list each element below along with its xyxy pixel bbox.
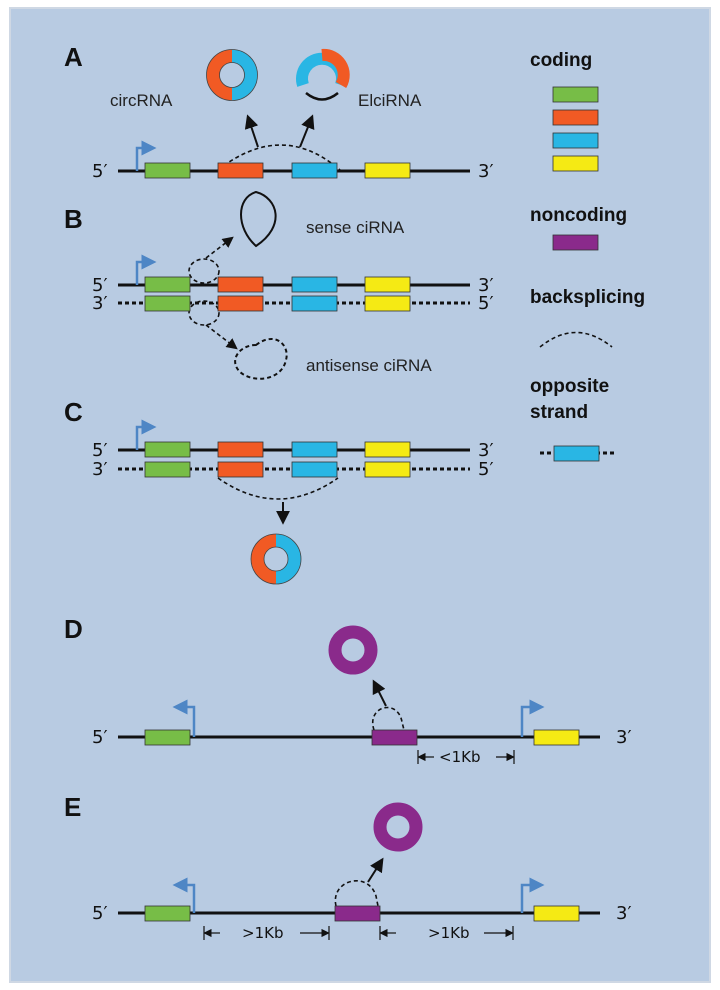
legend-opposite-heading: opposite [530, 376, 609, 397]
exon-yellow [364, 441, 411, 458]
panel-c-circrna-ring [250, 533, 302, 585]
exon-orange [217, 461, 264, 478]
panel-e-five-prime: 5′ [92, 903, 108, 924]
legend-noncoding-heading: noncoding [530, 205, 627, 226]
legend-swatch-purple [552, 234, 599, 251]
panel-c-letter: C [64, 397, 83, 427]
noncoding-circrna-ring [373, 802, 423, 852]
figure-background [9, 7, 711, 983]
promoter-arrow-icon [135, 140, 157, 171]
panel-c: C 5′ 3′ 3′ 5′ [64, 397, 494, 585]
exon-green [144, 461, 191, 478]
exon-yellow [364, 276, 411, 293]
noncoding-circrna-ring [328, 625, 378, 675]
exon-green [144, 276, 191, 293]
legend: coding noncoding backsplicing opposite s… [530, 50, 645, 462]
panel-e-left-distance-label: >1Kb [242, 924, 283, 942]
panel-a: A circRNA ElciRNA 5′ 3′ [64, 42, 494, 182]
panel-d: D 5′ 3′ <1Kb [64, 614, 632, 766]
exon-blue [291, 295, 338, 312]
exon-orange [217, 441, 264, 458]
promoter-arrow-left-icon [172, 699, 196, 737]
exon-yellow [533, 905, 580, 922]
panel-c-antisense-three-prime: 3′ [92, 459, 108, 480]
panel-e: E 5′ 3′ >1Kb >1Kb [64, 792, 632, 942]
panel-a-three-prime: 3′ [478, 161, 494, 182]
promoter-arrow-icon [135, 254, 157, 285]
panel-c-antisense-five-prime: 5′ [478, 459, 494, 480]
exon-orange [217, 276, 264, 293]
panel-d-distance-label: <1Kb [439, 748, 480, 766]
noncoding-exon [371, 729, 418, 746]
panel-b-sense-three-prime: 3′ [478, 275, 494, 296]
legend-opposite-strand-swatch [553, 445, 600, 462]
circrna-ring [206, 49, 258, 101]
exon-green [144, 295, 191, 312]
antisense-cirna-loop [234, 338, 288, 380]
panel-e-three-prime: 3′ [616, 903, 632, 924]
legend-swatch-blue [552, 132, 599, 149]
legend-strand-heading: strand [530, 402, 588, 423]
exon-orange [217, 295, 264, 312]
exon-blue [291, 461, 338, 478]
exon-green [144, 905, 191, 922]
elcirna-label: ElciRNA [358, 91, 422, 110]
circrna-label: circRNA [110, 91, 173, 110]
promoter-arrow-left-icon [172, 877, 196, 913]
exon-green [144, 441, 191, 458]
promoter-arrow-icon [520, 699, 545, 737]
exon-yellow [364, 461, 411, 478]
exon-yellow [364, 162, 411, 179]
promoter-arrow-icon [520, 877, 545, 913]
panel-b-sense-five-prime: 5′ [92, 275, 108, 296]
legend-backsplice-arc [539, 331, 613, 348]
panel-d-five-prime: 5′ [92, 727, 108, 748]
panel-a-letter: A [64, 42, 83, 72]
panel-b-antisense-three-prime: 3′ [92, 293, 108, 314]
panel-b: B sense ciRNA antisense ciRNA 5′ 3′ 3′ 5… [64, 190, 494, 380]
noncoding-exon [334, 905, 381, 922]
exon-green [144, 729, 191, 746]
promoter-arrow-icon [135, 419, 157, 450]
legend-backsplicing-heading: backsplicing [530, 287, 645, 308]
panel-e-letter: E [64, 792, 81, 822]
legend-swatch-yellow [552, 155, 599, 172]
panel-c-sense-three-prime: 3′ [478, 440, 494, 461]
exon-yellow [364, 295, 411, 312]
panel-a-five-prime: 5′ [92, 161, 108, 182]
elcirna-ring [296, 48, 350, 101]
legend-swatch-green [552, 86, 599, 103]
exon-yellow [533, 729, 580, 746]
sense-cirna-label: sense ciRNA [306, 218, 405, 237]
exon-blue [291, 276, 338, 293]
legend-swatch-orange [552, 109, 599, 126]
exon-blue [291, 441, 338, 458]
legend-coding-heading: coding [530, 50, 592, 71]
antisense-cirna-label: antisense ciRNA [306, 356, 432, 375]
panel-d-three-prime: 3′ [616, 727, 632, 748]
panel-c-sense-five-prime: 5′ [92, 440, 108, 461]
panel-d-letter: D [64, 614, 83, 644]
exon-blue [291, 162, 338, 179]
panel-e-right-distance-label: >1Kb [428, 924, 469, 942]
sense-cirna-loop [240, 190, 277, 248]
panel-b-letter: B [64, 204, 83, 234]
exon-orange [217, 162, 264, 179]
exon-green [144, 162, 191, 179]
panel-b-antisense-five-prime: 5′ [478, 293, 494, 314]
